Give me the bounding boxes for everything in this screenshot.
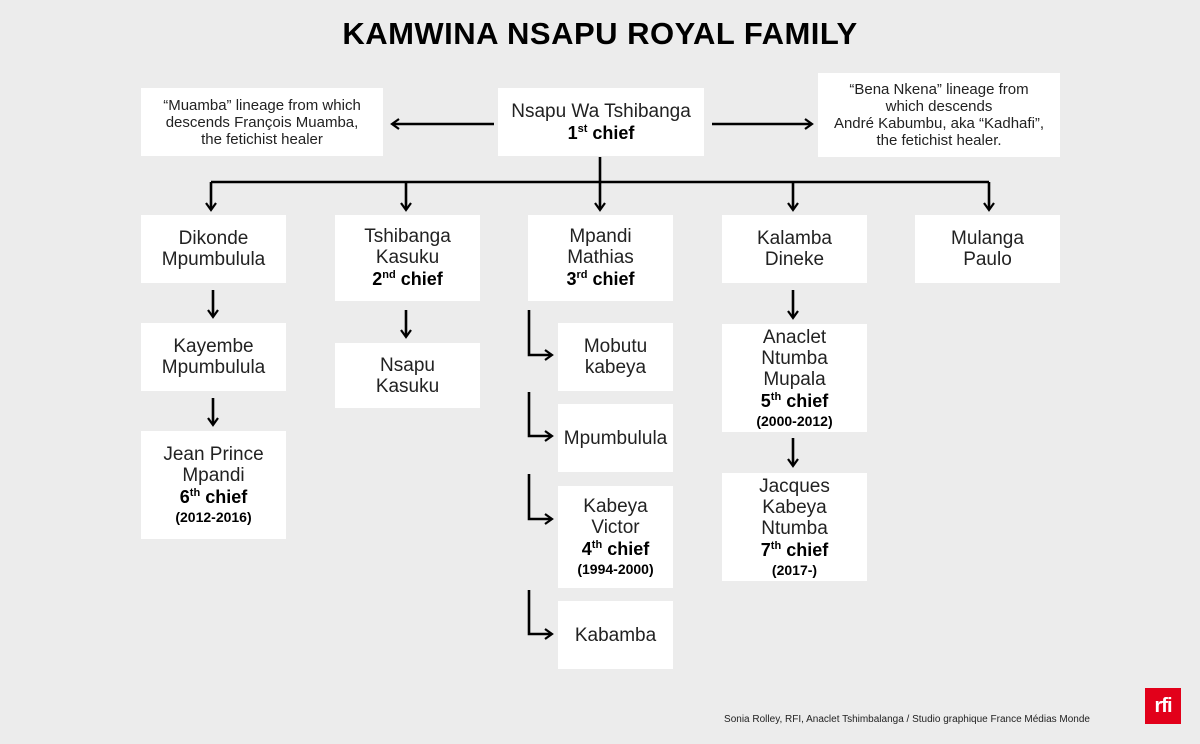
node-kalamba-dineke: Kalamba Dineke — [722, 215, 867, 283]
node-name: Mathias — [567, 247, 634, 268]
node-name: Dikonde — [178, 228, 249, 249]
node-name: Anaclet — [762, 326, 827, 348]
note-line: the fetichist healer — [201, 130, 323, 148]
node-tshibanga-kasuku: Tshibanga Kasuku 2nd chief — [335, 215, 480, 301]
page-title: KAMWINA NSAPU ROYAL FAMILY — [342, 16, 858, 51]
chief-rank: 4th chief — [581, 539, 650, 559]
node-name: Dineke — [764, 249, 825, 270]
reign-years: (2012-2016) — [175, 509, 252, 525]
node-name: Kasuku — [375, 247, 440, 268]
node-anaclet-ntumba-mupala: Anaclet Ntumba Mupala 5th chief (2000-20… — [722, 324, 867, 432]
node-kayembe-mpumbulula: Kayembe Mpumbulula — [141, 323, 286, 391]
chief-rank: 3rd chief — [566, 269, 635, 289]
node-name: Mpandi — [182, 465, 245, 486]
node-nsapu-kasuku: Nsapu Kasuku — [335, 343, 480, 408]
arrow-to-kabeya-victor — [527, 474, 554, 525]
bena-nkena-lineage-note: “Bena Nkena” lineage from which descends… — [818, 73, 1060, 157]
rfi-logo: rfi — [1145, 688, 1181, 724]
node-name: Mobutu — [583, 336, 648, 357]
node-name: Jacques — [759, 475, 830, 497]
node-kabamba: Kabamba — [558, 601, 673, 669]
node-name: Kabeya Ntumba — [761, 496, 828, 539]
node-name: Victor — [591, 517, 640, 538]
note-line: André Kabumbu, aka “Kadhafi”, — [833, 115, 1045, 132]
arrow-to-mobutu — [527, 310, 554, 361]
node-mulanga-paulo: Mulanga Paulo — [915, 215, 1060, 283]
reign-years: (2000-2012) — [756, 412, 833, 429]
reign-years: (2017-) — [771, 561, 818, 578]
note-line: which descends — [885, 98, 993, 115]
chief-rank: 5th chief — [760, 390, 829, 411]
node-name: Paulo — [963, 249, 1012, 270]
node-nsapu-wa-tshibanga: Nsapu Wa Tshibanga 1st chief — [498, 88, 704, 156]
node-name: Kabamba — [574, 624, 657, 646]
node-jean-prince-mpandi: Jean Prince Mpandi 6th chief (2012-2016) — [141, 431, 286, 539]
chief-rank: 1st chief — [567, 122, 635, 143]
note-line: “Bena Nkena” lineage from — [849, 81, 1029, 98]
note-line: descends François Muamba, — [165, 113, 359, 131]
node-name: Mpumbulula — [161, 249, 266, 270]
chief-rank: 7th chief — [760, 539, 829, 560]
chief-rank: 2nd chief — [372, 269, 443, 289]
node-name: Nsapu — [380, 354, 435, 376]
node-mpandi-mathias: Mpandi Mathias 3rd chief — [528, 215, 673, 301]
node-mobutu-kabeya: Mobutu kabeya — [558, 323, 673, 391]
node-kabeya-victor: Kabeya Victor 4th chief (1994-2000) — [558, 486, 673, 588]
source-credit: Sonia Rolley, RFI, Anaclet Tshimbalanga … — [724, 714, 1090, 725]
node-dikonde-mpumbulula: Dikonde Mpumbulula — [141, 215, 286, 283]
note-line: the fetichist healer. — [876, 132, 1002, 149]
node-name: Nsapu Wa Tshibanga — [511, 100, 691, 122]
arrow-to-kabamba — [527, 590, 554, 640]
node-name: Mpumbulula — [161, 357, 266, 378]
node-name: Kabeya — [583, 496, 648, 517]
arrow-to-mpumbulula — [527, 392, 554, 442]
chief-rank: 6th chief — [179, 487, 248, 507]
node-name: Ntumba Mupala — [761, 347, 828, 390]
node-name: Mpumbulula — [563, 427, 668, 449]
node-name: Kalamba — [757, 228, 832, 249]
node-name: kabeya — [584, 357, 647, 378]
node-name: Kayembe — [173, 336, 254, 357]
node-name: Mpandi — [569, 226, 632, 247]
node-name: Mulanga — [951, 228, 1024, 249]
node-name: Kasuku — [375, 375, 440, 397]
node-name: Jean Prince — [163, 444, 264, 465]
muamba-lineage-note: “Muamba” lineage from which descends Fra… — [141, 88, 383, 156]
node-mpumbulula: Mpumbulula — [558, 404, 673, 472]
note-line: “Muamba” lineage from which — [163, 96, 361, 114]
node-name: Tshibanga — [364, 226, 451, 247]
reign-years: (1994-2000) — [577, 561, 654, 577]
node-jacques-kabeya-ntumba: Jacques Kabeya Ntumba 7th chief (2017-) — [722, 473, 867, 581]
